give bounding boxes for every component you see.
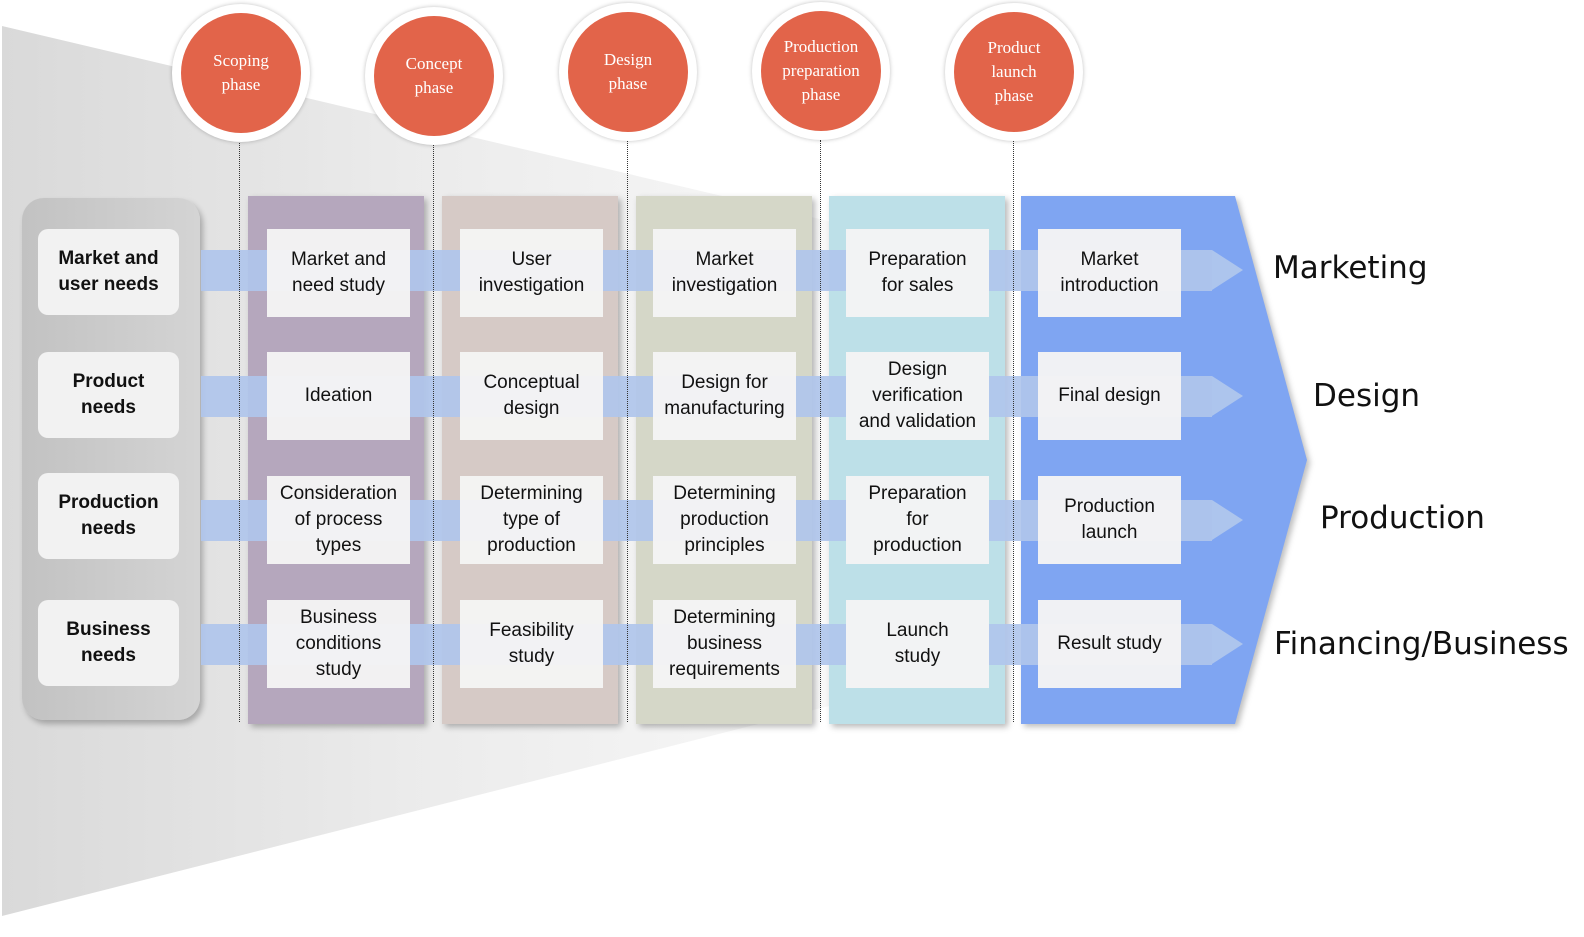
concept-phase-circle: Concept phase bbox=[374, 16, 494, 136]
activity-box: Launch study bbox=[846, 600, 989, 688]
design-phase-marker: Design phase bbox=[559, 3, 697, 141]
product-launch-phase-line bbox=[1013, 140, 1014, 722]
scoping-phase-marker: Scoping phase bbox=[172, 4, 310, 142]
activity-box: Result study bbox=[1038, 600, 1181, 688]
concept-phase-marker: Concept phase bbox=[365, 7, 503, 145]
activity-box: Conceptual design bbox=[460, 352, 603, 440]
activity-box: Business conditions study bbox=[267, 600, 410, 688]
design-phase-line bbox=[627, 140, 628, 722]
activity-box: Market and need study bbox=[267, 229, 410, 317]
activity-box: Design verification and validation bbox=[846, 352, 989, 440]
domain-label-production: Production bbox=[1320, 500, 1485, 536]
scoping-phase-circle: Scoping phase bbox=[181, 13, 301, 133]
activity-box: Preparation for sales bbox=[846, 229, 989, 317]
design-band-arrow bbox=[1212, 376, 1243, 416]
activity-box: Determining type of production bbox=[460, 476, 603, 564]
production-band-arrow bbox=[1212, 500, 1243, 540]
domain-label-financing-business: Financing/Business bbox=[1274, 626, 1569, 662]
need-market-user: Market and user needs bbox=[38, 229, 179, 315]
activity-box: User investigation bbox=[460, 229, 603, 317]
need-business: Business needs bbox=[38, 600, 179, 686]
domain-label-marketing: Marketing bbox=[1273, 250, 1428, 286]
need-product: Product needs bbox=[38, 352, 179, 438]
activity-box: Consideration of process types bbox=[267, 476, 410, 564]
production-preparation-phase-circle: Production preparation phase bbox=[761, 11, 881, 131]
product-launch-phase-marker: Product launch phase bbox=[945, 3, 1083, 141]
activity-box: Final design bbox=[1038, 352, 1181, 440]
activity-box: Market introduction bbox=[1038, 229, 1181, 317]
activity-box: Preparation for production bbox=[846, 476, 989, 564]
financing-band-arrow bbox=[1212, 624, 1243, 664]
activity-box: Determining production principles bbox=[653, 476, 796, 564]
activity-box: Market investigation bbox=[653, 229, 796, 317]
activity-box: Feasibility study bbox=[460, 600, 603, 688]
production-preparation-phase-line bbox=[820, 140, 821, 722]
activity-box: Design for manufacturing bbox=[653, 352, 796, 440]
concept-phase-line bbox=[433, 140, 434, 722]
activity-box: Determining business requirements bbox=[653, 600, 796, 688]
production-preparation-phase-marker: Production preparation phase bbox=[752, 2, 890, 140]
product-launch-phase-circle: Product launch phase bbox=[954, 12, 1074, 132]
need-production: Production needs bbox=[38, 473, 179, 559]
activity-box: Production launch bbox=[1038, 476, 1181, 564]
design-phase-circle: Design phase bbox=[568, 12, 688, 132]
domain-label-design: Design bbox=[1313, 378, 1421, 414]
activity-box: Ideation bbox=[267, 352, 410, 440]
marketing-band-arrow bbox=[1212, 250, 1243, 290]
scoping-phase-line bbox=[239, 140, 240, 722]
